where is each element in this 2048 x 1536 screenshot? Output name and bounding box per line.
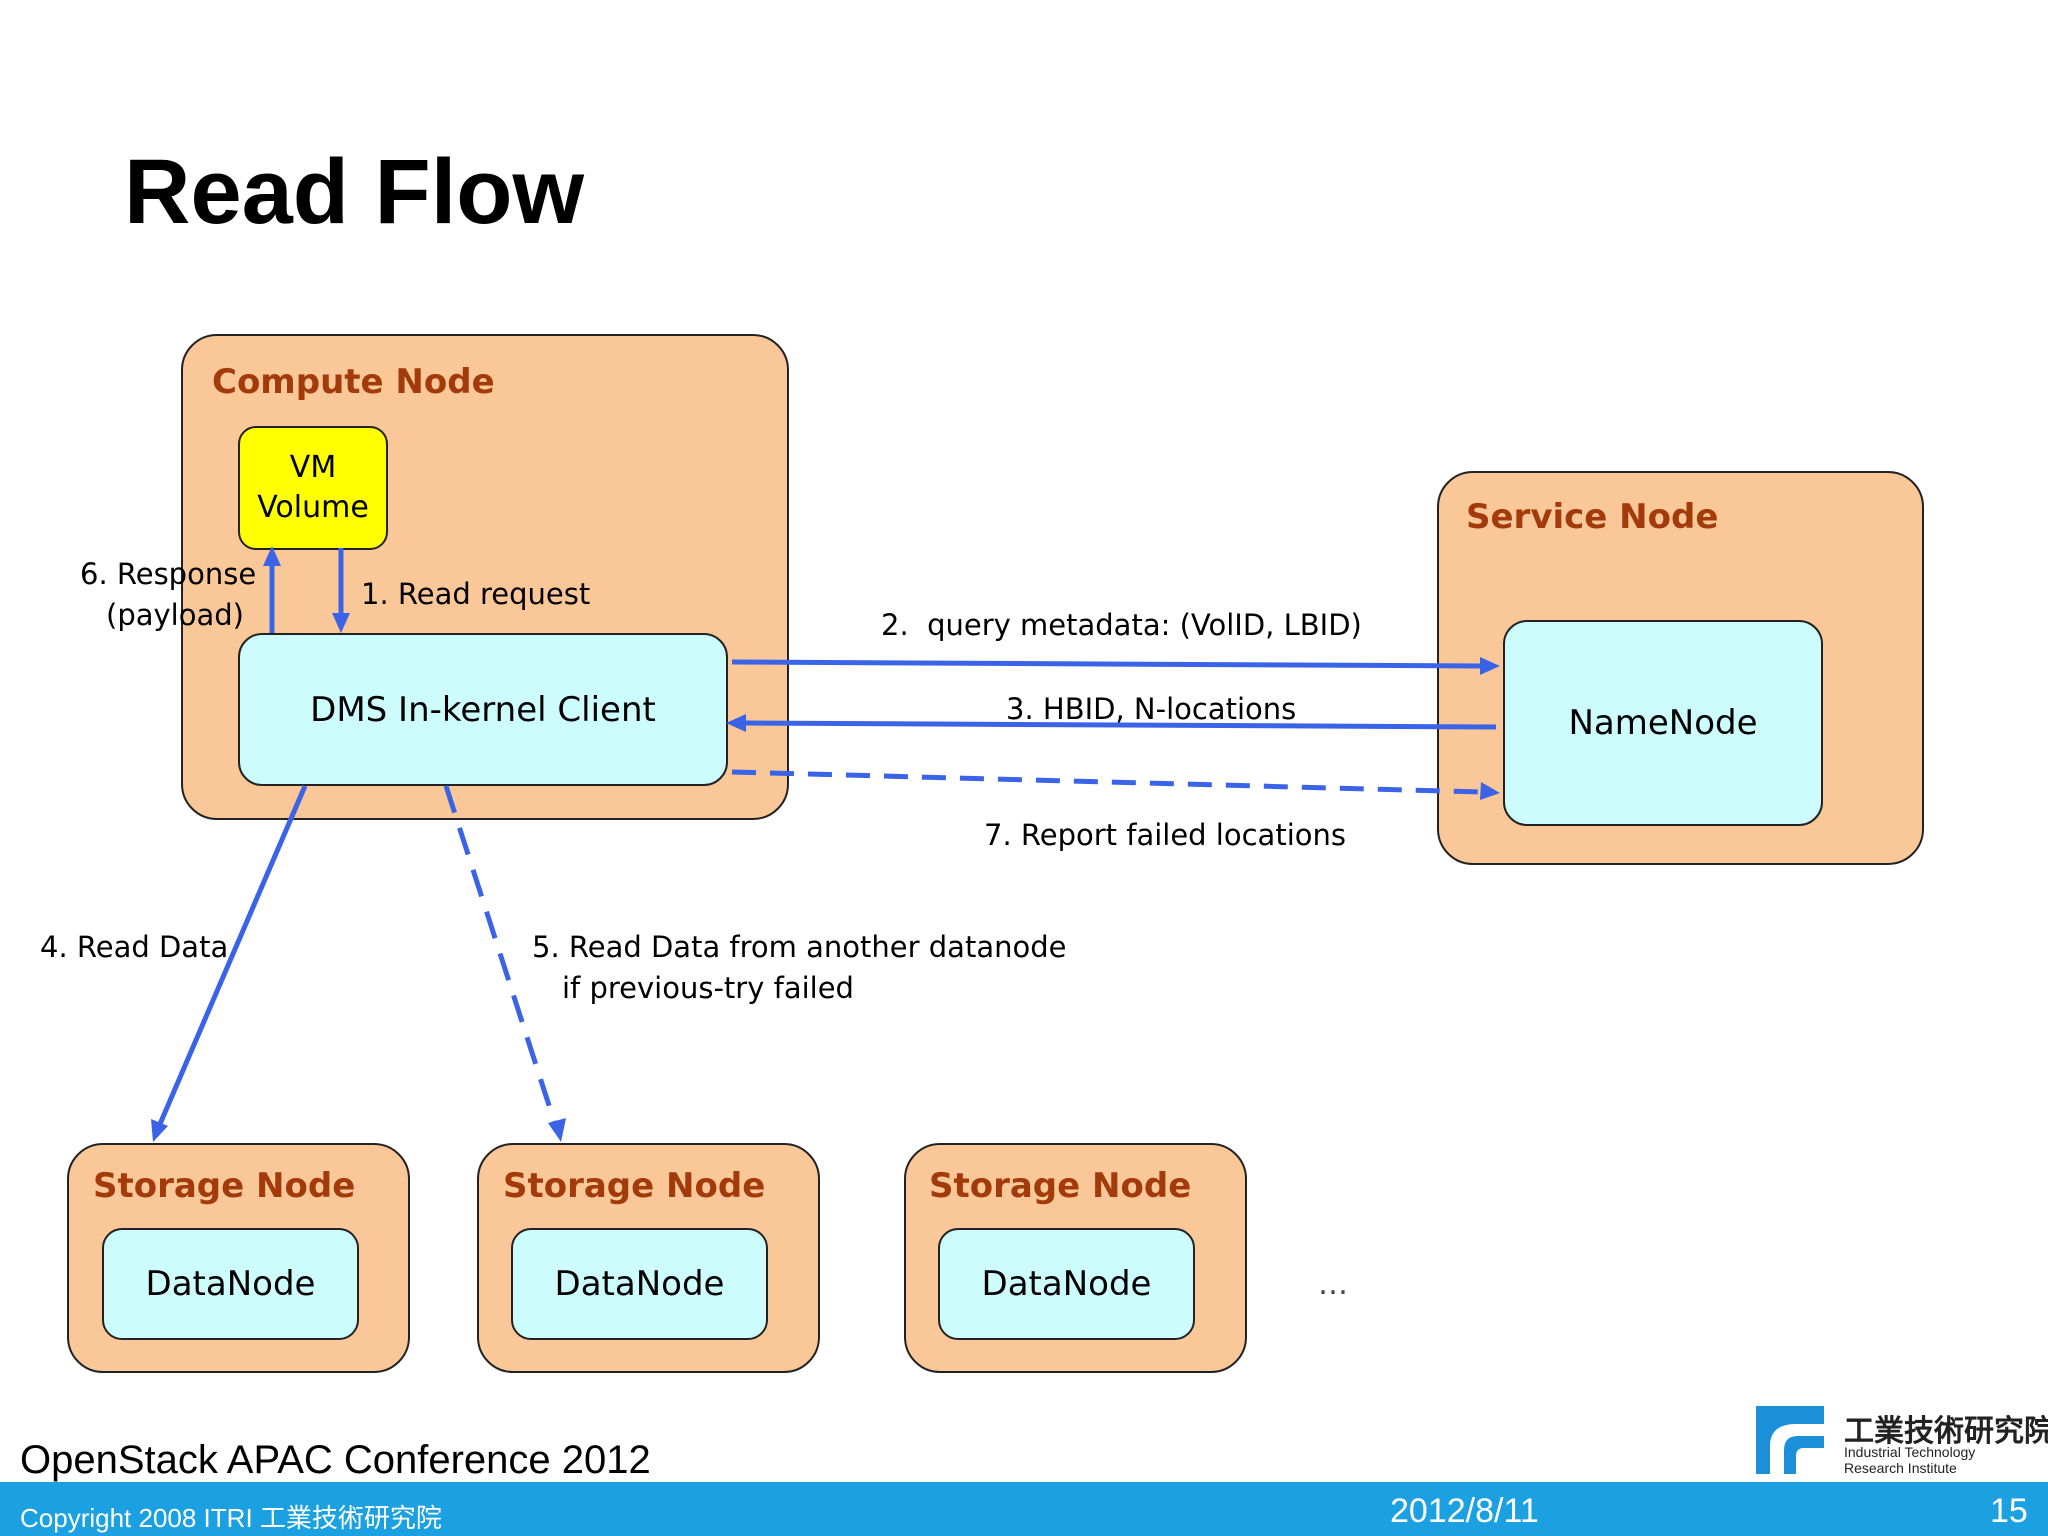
step-1-label: 1. Read request [361,577,591,611]
service-node-label: Service Node [1466,497,1719,537]
datanode-label: DataNode [981,1264,1152,1304]
conference-name: OpenStack APAC Conference 2012 [20,1438,651,1482]
datanode-label: DataNode [554,1264,725,1304]
arrowhead-read-another [548,1118,566,1142]
step-2-label: 2. query metadata: (VolID, LBID) [881,608,1362,642]
step-6-line1: 6. Response [80,557,257,591]
vm-volume-line2: Volume [257,490,369,525]
step-6-label: 6. Response (payload) [80,554,256,636]
logo-chinese-name: 工業技術研究院 [1844,1414,2048,1449]
arrowhead-report-failed [1480,782,1500,800]
vm-volume-line1: VM [289,450,337,485]
page-number: 15 [1990,1492,2028,1530]
arrow-read-another [443,785,558,1125]
namenode: NameNode [1503,620,1823,826]
datanode: DataNode [102,1228,359,1340]
vm-volume: VM Volume [238,426,388,550]
slide-date: 2012/8/11 [1390,1492,1539,1530]
logo-english-line1: Industrial Technology [1844,1444,1976,1460]
arrow-hbid [743,720,1497,730]
arrowhead-read-request [332,613,350,633]
dms-client-label: DMS In-kernel Client [310,689,656,730]
storage-node-label: Storage Node [929,1166,1192,1206]
arrowhead-response [263,546,281,566]
dms-client: DMS In-kernel Client [238,633,728,786]
datanode: DataNode [511,1228,768,1340]
storage-node-label: Storage Node [503,1166,766,1206]
datanode: DataNode [938,1228,1195,1340]
compute-node-label: Compute Node [212,362,495,402]
copyright-text: Copyright 2008 ITRI 工業技術研究院 [20,1503,442,1533]
arrowhead-read-data [151,1119,168,1142]
logo-english-line2: Research Institute [1844,1460,1957,1476]
slide-title: Read Flow [124,141,585,243]
itri-logo-icon [1756,1406,1824,1474]
logo-english-name: Industrial Technology Research Institute [1844,1444,1975,1476]
arrow-read-data [157,785,308,1125]
arrowhead-query-metadata [1480,657,1500,675]
step-5-line2: if previous-try failed [562,971,854,1005]
more-nodes-ellipsis: … [1318,1267,1348,1302]
datanode-label: DataNode [145,1264,316,1304]
arrow-query-metadata [731,659,1483,669]
step-5-label: 5. Read Data from another datanode if pr… [532,927,1066,1009]
step-5-line1: 5. Read Data from another datanode [532,930,1067,964]
arrowhead-hbid [726,714,746,732]
namenode-label: NameNode [1568,703,1758,743]
step-3-label: 3. HBID, N-locations [1006,692,1297,726]
step-4-label: 4. Read Data [40,930,229,964]
storage-node-label: Storage Node [93,1166,356,1206]
arrow-report-failed [731,769,1483,795]
footer-bar [0,1482,2048,1536]
step-7-label: 7. Report failed locations [984,818,1346,852]
step-6-line2: (payload) [106,598,244,632]
